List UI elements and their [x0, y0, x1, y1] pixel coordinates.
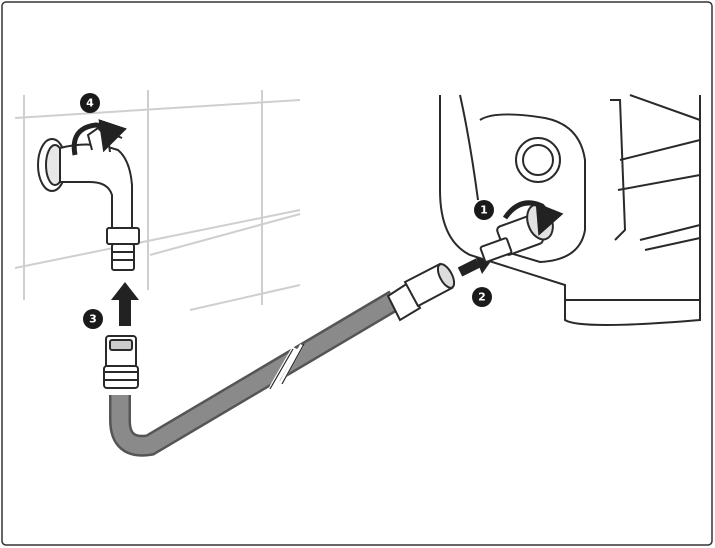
push-arrow-icon [111, 282, 139, 326]
step-badge-1: 1 [474, 200, 494, 220]
svg-text:4: 4 [86, 97, 94, 110]
rotate-arrow-icon [71, 119, 127, 156]
step-badge-2: 2 [472, 287, 492, 307]
garden-hose [109, 290, 401, 457]
svg-text:2: 2 [478, 291, 486, 304]
step-badge-4: 4 [80, 93, 100, 113]
step-badge-3: 3 [83, 309, 103, 329]
machine-coupling [386, 262, 456, 322]
tap-coupling [103, 335, 139, 389]
svg-text:3: 3 [89, 313, 97, 326]
rotate-arrow-icon [502, 200, 564, 236]
wall-tiles [14, 90, 301, 311]
svg-text:1: 1 [480, 204, 488, 217]
water-tap [37, 126, 140, 271]
